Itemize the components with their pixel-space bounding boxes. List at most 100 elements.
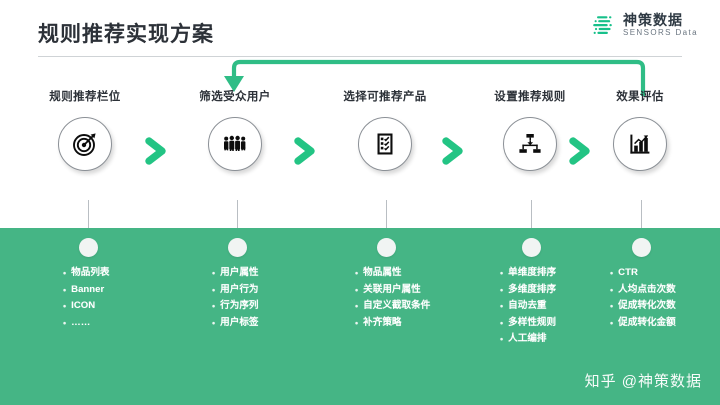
sensors-s-logo-icon <box>590 12 616 38</box>
list-item: • 补齐策略 <box>355 315 430 332</box>
node-dot-1 <box>79 238 98 257</box>
step-4-label: 设置推荐规则 <box>494 91 566 103</box>
bullet-text: 自动去重 <box>508 300 547 311</box>
process-step-row: 规则推荐栏位 筛选受众用户 <box>0 88 720 208</box>
logo-company-name-cn: 神策数据 <box>622 11 683 28</box>
bar-chart-growth-icon <box>627 131 653 157</box>
bullet-text: ICON <box>71 300 96 311</box>
step-3[interactable]: 选择可推荐产品 <box>325 88 445 171</box>
bullet-text: 多维度排序 <box>508 283 557 295</box>
list-item: • 用户属性 <box>212 265 259 282</box>
brand-logo: 神策数据 SENSORS Data <box>590 12 698 38</box>
bullet-text: 用户行为 <box>220 283 259 295</box>
bullet-dot: • <box>63 284 67 295</box>
bullet-dot: • <box>212 301 216 311</box>
step-3-icon-circle[interactable] <box>358 117 412 171</box>
bullet-dot: • <box>355 301 359 311</box>
title-divider <box>38 56 682 57</box>
details-panel <box>0 228 720 405</box>
bullet-list-2: • 用户属性 • 用户行为 • 行为序列 •用户标签 <box>212 265 259 331</box>
list-item: • 多样性规则 <box>500 315 556 332</box>
step-5-label: 效果评估 <box>616 91 664 103</box>
list-item: • 单维度排序 <box>500 265 556 282</box>
list-item: • 多维度排序 <box>500 282 556 299</box>
bullet-text: 促成转化次数 <box>618 300 676 311</box>
step-4-icon-circle[interactable] <box>503 117 557 171</box>
watermark: 知乎 @神策数据 <box>584 373 702 390</box>
list-item: • 促成转化金额 <box>610 315 676 332</box>
bullet-dot: • <box>500 317 504 328</box>
step-1-icon-circle[interactable] <box>58 117 112 171</box>
user-group-icon <box>222 131 248 157</box>
bullet-text: 行为序列 <box>220 300 259 311</box>
node-dot-5 <box>632 238 651 257</box>
connector-line-3 <box>386 200 387 248</box>
bullet-dot: • <box>500 284 504 295</box>
list-item: • …… <box>63 315 110 332</box>
bullet-dot: • <box>355 317 359 328</box>
logo-company-name-en: SENSORS Data <box>622 27 698 37</box>
bullet-text: …… <box>71 316 91 328</box>
bullet-text: 用户属性 <box>220 267 259 278</box>
bullet-list-3: • 物品属性 • 关联用户属性 • 自定义截取条件 • 补齐策略 <box>355 265 430 331</box>
list-item: • 自定义截取条件 <box>355 298 430 315</box>
list-item: • 行为序列 <box>212 298 259 315</box>
step-3-label: 选择可推荐产品 <box>343 91 427 103</box>
bullet-text: 物品属性 <box>363 267 402 278</box>
step-2-icon-circle[interactable] <box>208 117 262 171</box>
bullet-list-4: • 单维度排序 • 多维度排序 • 自动去重 • 多样性规则 • 人工编排 <box>500 265 556 348</box>
bullet-dot: • <box>63 317 67 328</box>
bullet-dot: • <box>212 284 216 295</box>
bullet-text: CTR <box>618 267 638 278</box>
step-1-label: 规则推荐栏位 <box>49 91 121 103</box>
chevron-arrow-4 <box>565 136 595 166</box>
connector-line-2 <box>237 200 238 248</box>
step-5-icon-circle[interactable] <box>613 117 667 171</box>
bullet-text: 单维度排序 <box>508 267 557 278</box>
bullet-dot: • <box>610 284 614 295</box>
bullet-dot: • <box>212 268 216 278</box>
list-item: •Banner <box>63 282 110 299</box>
list-item: • 物品列表 <box>63 265 110 282</box>
step-4[interactable]: 设置推荐规则 <box>470 88 590 171</box>
bullet-text: 关联用户属性 <box>363 283 421 295</box>
bullet-text: 用户标签 <box>220 316 259 328</box>
hierarchy-sitemap-icon <box>517 131 543 157</box>
feedback-loop-arrow <box>0 52 720 98</box>
bullet-text: 促成转化金额 <box>618 316 676 328</box>
bullet-text: 补齐策略 <box>363 316 402 328</box>
bullet-dot: • <box>610 268 614 278</box>
bullet-text: 人工编排 <box>508 333 547 344</box>
list-item: • 促成转化次数 <box>610 298 676 315</box>
list-item: • 用户行为 <box>212 282 259 299</box>
connector-line-1 <box>88 200 89 248</box>
bullet-dot: • <box>610 301 614 311</box>
list-item: •ICON <box>63 298 110 315</box>
step-1[interactable]: 规则推荐栏位 <box>25 88 145 171</box>
list-item: • 人工编排 <box>500 331 556 348</box>
bullet-dot: • <box>355 268 359 278</box>
list-item: • 关联用户属性 <box>355 282 430 299</box>
list-item: • 人均点击次数 <box>610 282 676 299</box>
page-title: 规则推荐实现方案 <box>38 23 214 46</box>
bullet-dot: • <box>63 268 67 278</box>
list-item: • CTR <box>610 265 676 282</box>
bullet-dot: • <box>610 317 614 328</box>
list-item: •用户标签 <box>212 315 259 332</box>
node-dot-2 <box>228 238 247 257</box>
list-item: • 自动去重 <box>500 298 556 315</box>
bullet-dot: • <box>355 284 359 295</box>
step-5[interactable]: 效果评估 <box>580 88 700 171</box>
step-2[interactable]: 筛选受众用户 <box>175 88 295 171</box>
bullet-text: 自定义截取条件 <box>363 300 431 311</box>
bullet-dot: • <box>500 301 504 311</box>
bullet-text: 多样性规则 <box>508 316 557 328</box>
bullet-text: 物品列表 <box>71 267 110 278</box>
bullet-list-5: • CTR • 人均点击次数 • 促成转化次数 • 促成转化金额 <box>610 265 676 331</box>
list-item: • 物品属性 <box>355 265 430 282</box>
connector-line-5 <box>641 200 642 248</box>
bullet-dot: • <box>500 334 504 344</box>
bullet-text: 人均点击次数 <box>618 283 676 295</box>
bullet-dot: • <box>500 268 504 278</box>
